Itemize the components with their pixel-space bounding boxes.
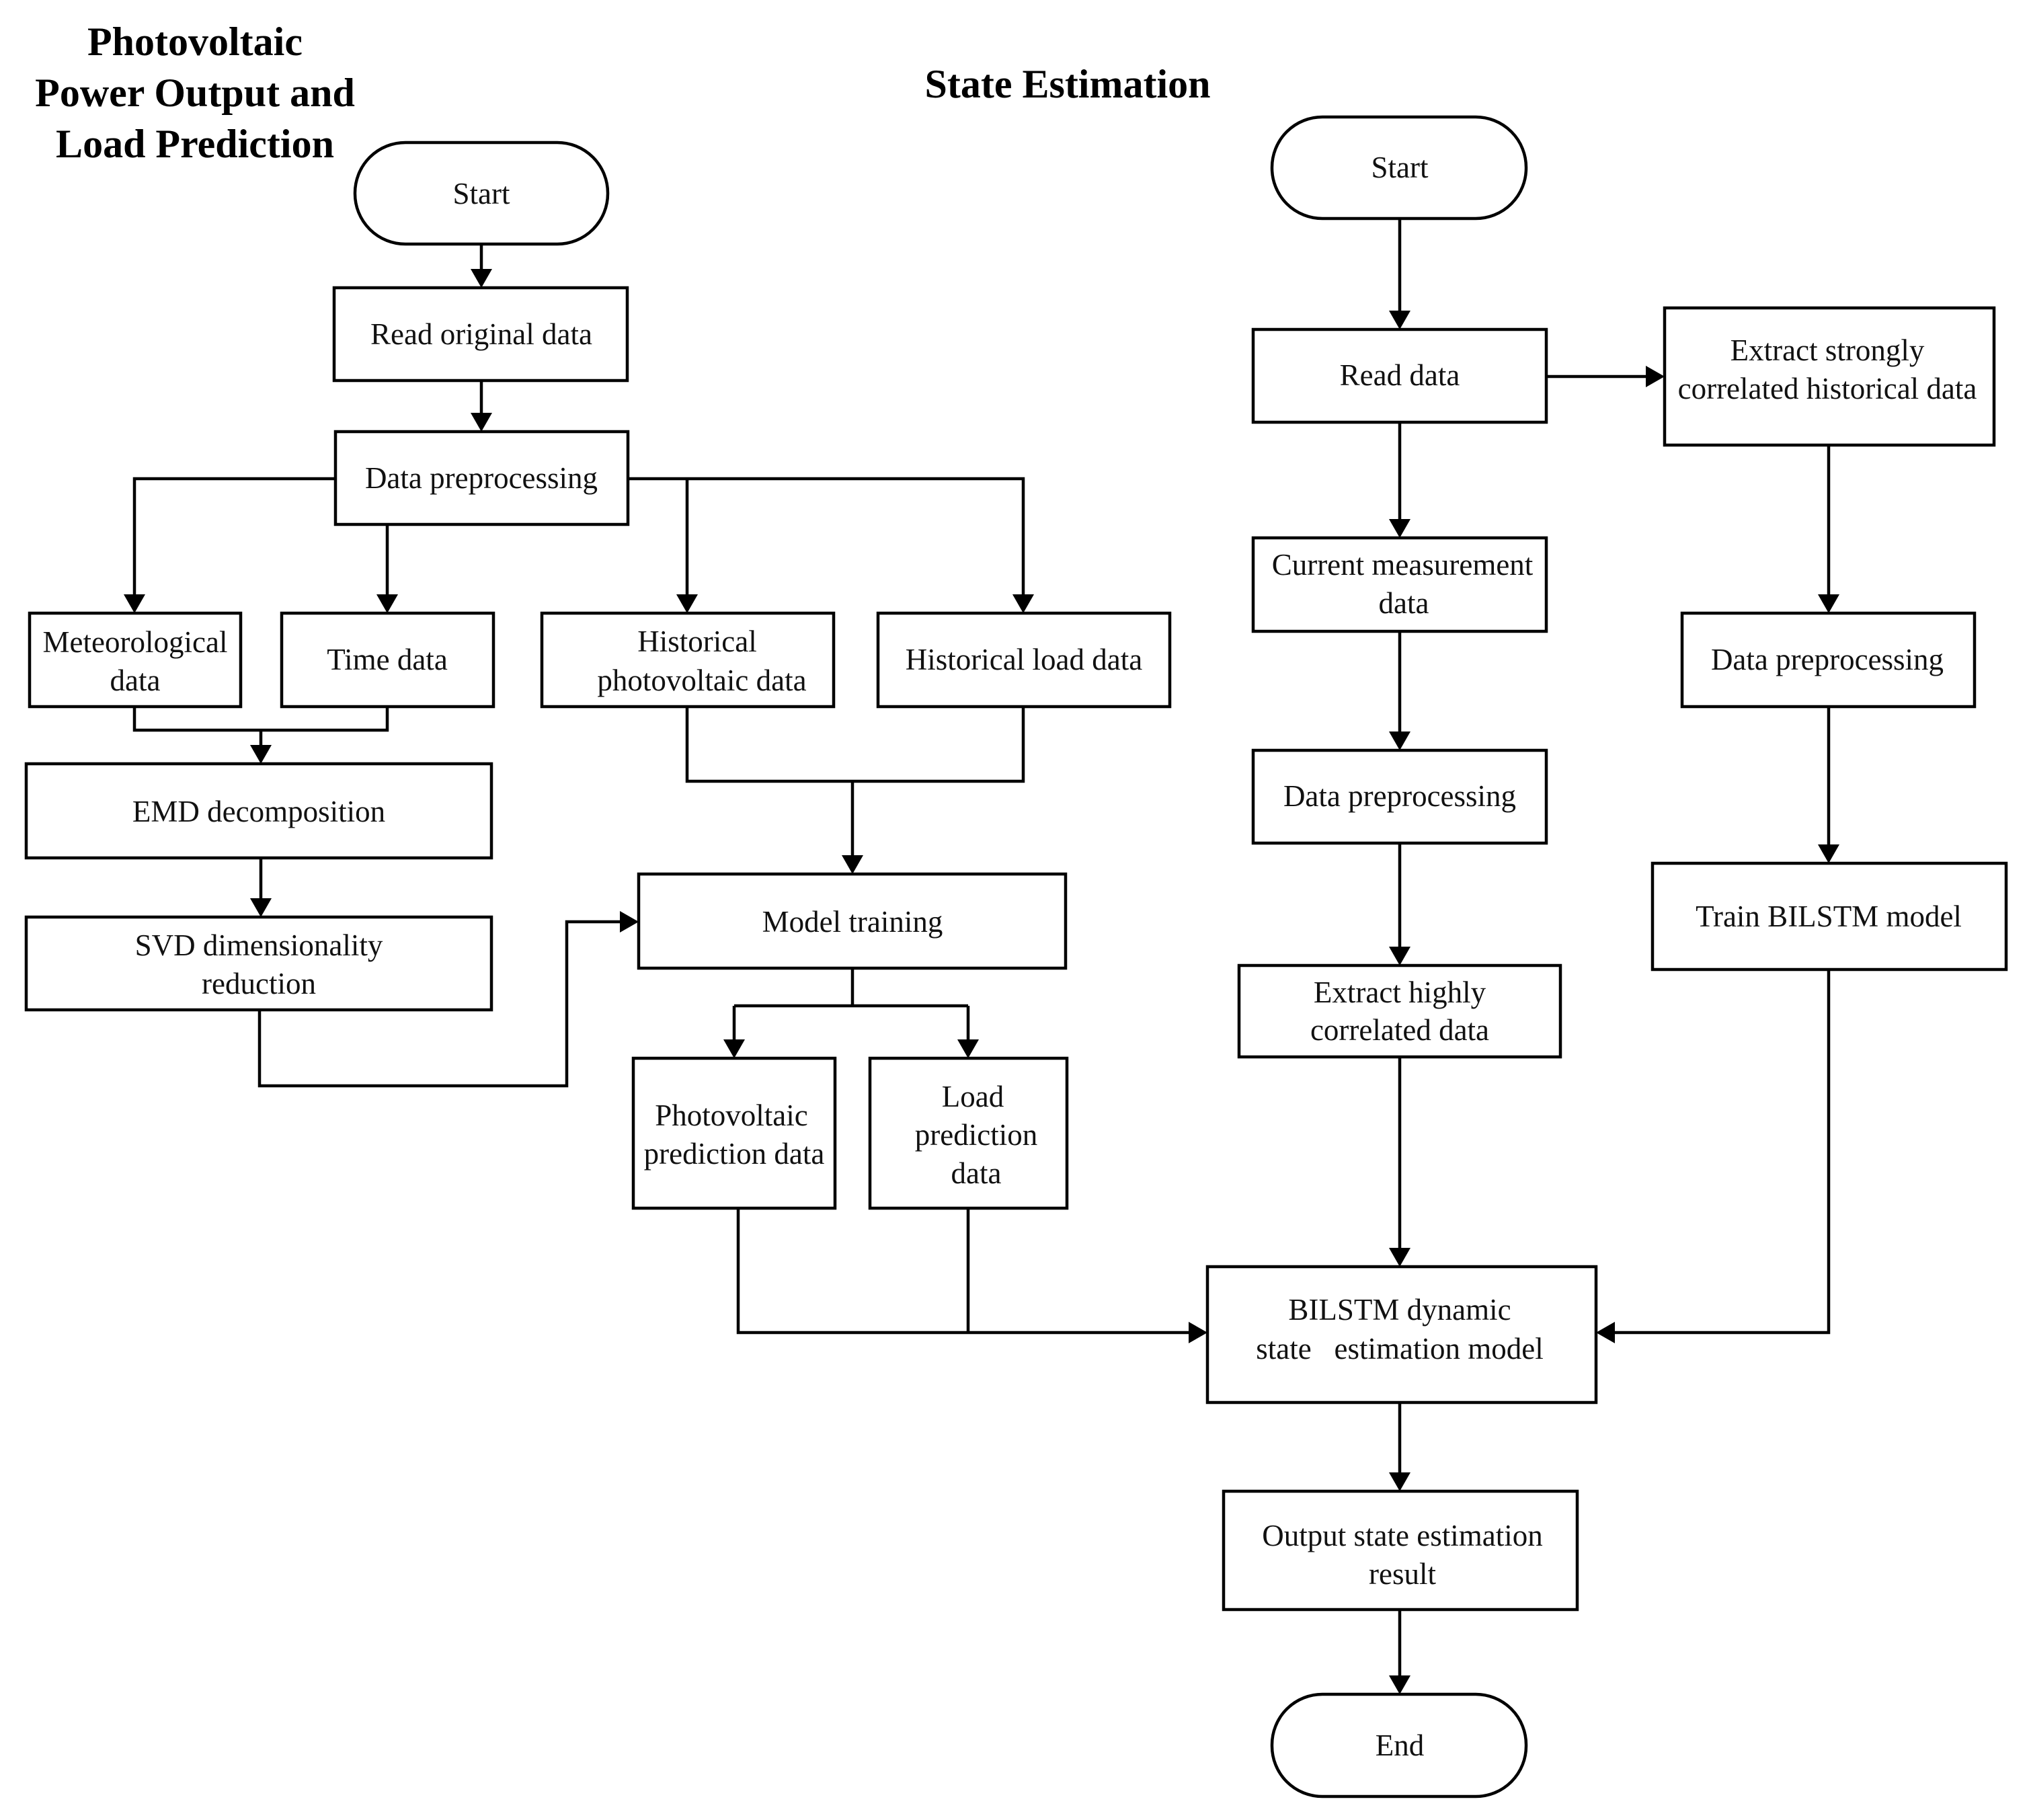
read-original-data-node: Read original data bbox=[332, 286, 629, 383]
model-training-label: Model training bbox=[762, 905, 943, 939]
edge-preprocess-to-historical bbox=[628, 477, 1025, 594]
extract-highly-correlated-node: Extract highly correlated data bbox=[1237, 963, 1562, 1059]
extract-strongly-label-line-1: Extract strongly bbox=[1730, 333, 1925, 367]
arrowhead bbox=[1596, 1322, 1615, 1343]
arrowhead bbox=[957, 1039, 979, 1058]
current-measurement-data-node: Current measurement data bbox=[1251, 536, 1548, 633]
historical-load-data-label: Historical load data bbox=[906, 643, 1142, 676]
arrowhead bbox=[1389, 519, 1410, 538]
end-terminal: End bbox=[1270, 1692, 1528, 1798]
data-preprocessing-left-node: Data preprocessing bbox=[333, 430, 630, 526]
extract-highly-label-line-2: correlated data bbox=[1310, 1013, 1489, 1047]
read-data-label: Read data bbox=[1340, 358, 1460, 392]
historical-photovoltaic-data-label-line-2: photovoltaic data bbox=[597, 664, 806, 697]
train-bilstm-model-label: Train BILSTM model bbox=[1696, 900, 1962, 933]
historical-photovoltaic-data-label-line-1: Historical bbox=[637, 625, 756, 658]
arrowhead bbox=[1389, 731, 1410, 750]
photovoltaic-prediction-label-line-2: prediction data bbox=[644, 1137, 825, 1171]
load-prediction-label-line-1: Load bbox=[942, 1080, 1004, 1113]
edge-predictions-to-bilstm bbox=[736, 1208, 1189, 1335]
model-training-node: Model training bbox=[637, 872, 1068, 970]
arrowhead bbox=[471, 269, 492, 288]
current-measurement-label-line-2: data bbox=[1379, 586, 1429, 620]
extract-highly-label-line-1: Extract highly bbox=[1314, 976, 1486, 1009]
arrowhead bbox=[1389, 311, 1410, 329]
emd-decomposition-node: EMD decomposition bbox=[24, 762, 493, 860]
arrowhead bbox=[376, 594, 398, 613]
time-data-label: Time data bbox=[327, 643, 448, 676]
arrowhead bbox=[124, 594, 145, 613]
arrowhead bbox=[1818, 844, 1839, 863]
arrowhead bbox=[1646, 366, 1665, 387]
arrowhead bbox=[1389, 1472, 1410, 1491]
historical-load-data-node: Historical load data bbox=[876, 611, 1172, 709]
output-state-estimation-result-node: Output state estimation result bbox=[1222, 1489, 1579, 1612]
left-title-line-2: Power Output and bbox=[35, 71, 355, 115]
output-result-label-line-2: result bbox=[1369, 1557, 1436, 1591]
arrowhead bbox=[1389, 947, 1410, 965]
read-data-node: Read data bbox=[1251, 327, 1548, 424]
arrowhead bbox=[1818, 594, 1839, 613]
arrowhead bbox=[471, 413, 492, 432]
data-preprocessing-right-mid-label: Data preprocessing bbox=[1283, 779, 1516, 813]
arrowhead bbox=[620, 911, 639, 933]
left-title-line-1: Photovoltaic bbox=[87, 19, 303, 64]
edge-historical-merge-to-model-training bbox=[685, 707, 1025, 855]
meteorological-data-label-line-1: Meteorological bbox=[43, 625, 228, 659]
data-preprocessing-right-mid-node: Data preprocessing bbox=[1251, 748, 1548, 845]
arrowhead bbox=[1189, 1322, 1207, 1343]
read-original-data-label: Read original data bbox=[370, 317, 592, 351]
bilstm-model-label-line-1: BILSTM dynamic bbox=[1288, 1293, 1511, 1327]
edge-model-training-to-outputs bbox=[732, 968, 970, 1039]
emd-decomposition-label: EMD decomposition bbox=[132, 795, 385, 828]
start-right-label: Start bbox=[1371, 151, 1429, 184]
load-prediction-data-node: Load prediction data bbox=[868, 1056, 1069, 1210]
left-title-line-3: Load Prediction bbox=[56, 122, 334, 166]
connectors-left bbox=[124, 244, 1207, 1343]
start-left-label: Start bbox=[453, 177, 510, 210]
arrowhead bbox=[250, 898, 272, 917]
meteorological-data-label-line-2: data bbox=[110, 664, 161, 697]
historical-photovoltaic-data-node: Historical photovoltaic data bbox=[540, 611, 836, 709]
arrowhead bbox=[842, 855, 863, 874]
data-preprocessing-left-label: Data preprocessing bbox=[365, 461, 598, 495]
bilstm-model-label-line-2: state estimation model bbox=[1256, 1332, 1543, 1366]
arrowhead bbox=[1389, 1248, 1410, 1267]
edge-train-bilstm-to-bilstm bbox=[1615, 970, 1831, 1335]
load-prediction-label-line-2: prediction bbox=[915, 1118, 1037, 1152]
meteorological-data-node: Meteorological data bbox=[28, 611, 243, 709]
edge-preprocess-to-meteorological bbox=[132, 477, 335, 594]
current-measurement-label-line-1: Current measurement bbox=[1272, 548, 1534, 582]
extract-strongly-correlated-node: Extract strongly correlated historical d… bbox=[1663, 306, 1996, 447]
photovoltaic-prediction-label-line-1: Photovoltaic bbox=[655, 1099, 807, 1132]
extract-strongly-label-line-2: correlated historical data bbox=[1678, 372, 1977, 405]
edge-svd-to-model-training bbox=[257, 920, 620, 1088]
start-right-terminal: Start bbox=[1270, 115, 1528, 221]
arrowhead bbox=[676, 594, 698, 613]
bilstm-dynamic-state-estimation-model-node: BILSTM dynamic state estimation model bbox=[1205, 1265, 1598, 1404]
time-data-node: Time data bbox=[280, 611, 495, 709]
train-bilstm-model-node: Train BILSTM model bbox=[1650, 861, 2008, 972]
photovoltaic-prediction-data-node: Photovoltaic prediction data bbox=[631, 1056, 837, 1210]
arrowhead bbox=[250, 745, 272, 764]
svd-dimensionality-reduction-node: SVD dimensionality reduction bbox=[24, 915, 493, 1012]
svd-label-line-1: SVD dimensionality bbox=[135, 928, 383, 962]
start-left-terminal: Start bbox=[353, 141, 610, 246]
edge-merge-to-emd bbox=[132, 707, 389, 745]
arrowhead bbox=[1012, 594, 1034, 613]
end-label: End bbox=[1376, 1729, 1425, 1762]
data-preprocessing-right-top-node: Data preprocessing bbox=[1680, 611, 1977, 709]
output-result-label-line-1: Output state estimation bbox=[1262, 1519, 1542, 1552]
svd-label-line-2: reduction bbox=[202, 967, 316, 1000]
load-prediction-label-line-3: data bbox=[951, 1156, 1002, 1190]
arrowhead bbox=[723, 1039, 745, 1058]
connectors-right bbox=[1389, 219, 1839, 1694]
arrowhead bbox=[1389, 1675, 1410, 1694]
data-preprocessing-right-top-label: Data preprocessing bbox=[1711, 643, 1944, 676]
right-title: State Estimation bbox=[925, 62, 1211, 106]
